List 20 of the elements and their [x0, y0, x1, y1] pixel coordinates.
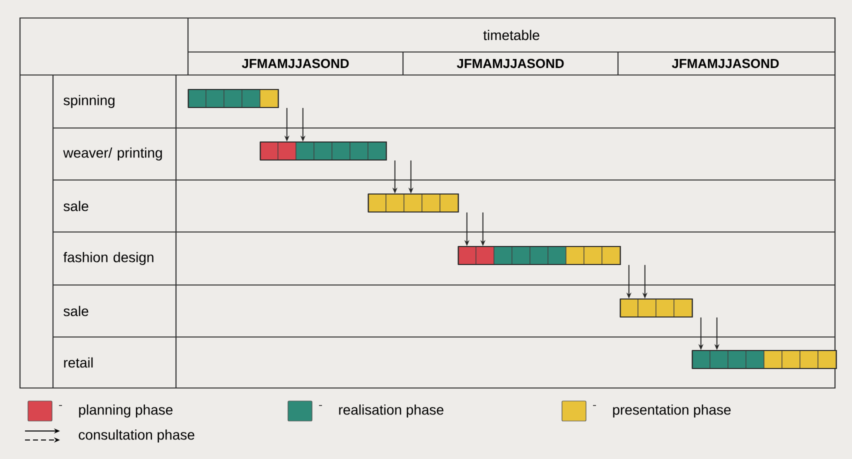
legend-label: planning phase — [79, 404, 173, 418]
phase-bar — [458, 246, 621, 265]
row-label: weaver/ printing — [63, 147, 162, 161]
legend-label: realisation phase — [339, 404, 444, 418]
phase-bar — [368, 194, 459, 212]
month-label: JFMAMJJASOND — [672, 58, 779, 68]
phase-bar — [188, 89, 279, 108]
phase-bar — [692, 350, 837, 369]
row-label: fashion design — [63, 252, 154, 266]
legend-label: presentation phase — [613, 404, 731, 418]
row-label: sale — [64, 306, 88, 316]
header-cell: timetable — [483, 30, 540, 40]
month-label: JFMAMJJASOND — [242, 58, 349, 68]
row-label: retail — [64, 357, 93, 368]
month-label: JFMAMJJASOND — [456, 58, 564, 68]
row-label: sale — [64, 200, 88, 212]
phase-bar — [260, 142, 387, 160]
phase-bar — [620, 298, 693, 318]
row-label: spinning — [64, 94, 114, 108]
legend-label: consultation phase — [78, 429, 194, 443]
